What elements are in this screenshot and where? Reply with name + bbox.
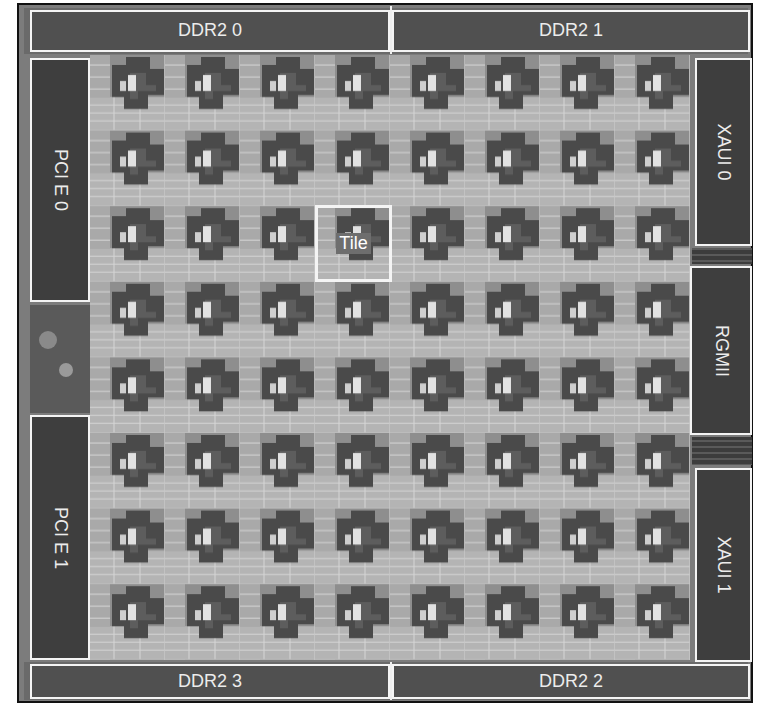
block-label: PCI E 1 bbox=[50, 506, 70, 568]
pcie-interface: PCI E 1 bbox=[30, 415, 90, 660]
block-label: DDR2 1 bbox=[539, 21, 603, 41]
xaui-interface: XAUI 0 bbox=[695, 58, 752, 246]
memory-controller: DDR2 1 bbox=[392, 10, 750, 52]
memory-controller: DDR2 2 bbox=[392, 664, 750, 699]
rgmii-interface: RGMII bbox=[690, 266, 752, 435]
block-label: RGMII bbox=[711, 324, 731, 376]
memory-controller: DDR2 0 bbox=[30, 10, 390, 52]
block-label: DDR2 2 bbox=[539, 672, 603, 692]
memory-controller: DDR2 3 bbox=[30, 664, 390, 699]
block-label: Tile bbox=[336, 233, 370, 255]
block-label: XAUI 1 bbox=[714, 536, 734, 593]
block-label: DDR2 0 bbox=[178, 21, 242, 41]
pcie-interface: PCI E 0 bbox=[30, 58, 90, 302]
tile-highlight: Tile bbox=[315, 205, 392, 282]
block-label: XAUI 0 bbox=[714, 123, 734, 180]
block-label: PCI E 0 bbox=[50, 149, 70, 211]
block-label: DDR2 3 bbox=[178, 672, 242, 692]
xaui-interface: XAUI 1 bbox=[695, 468, 752, 662]
